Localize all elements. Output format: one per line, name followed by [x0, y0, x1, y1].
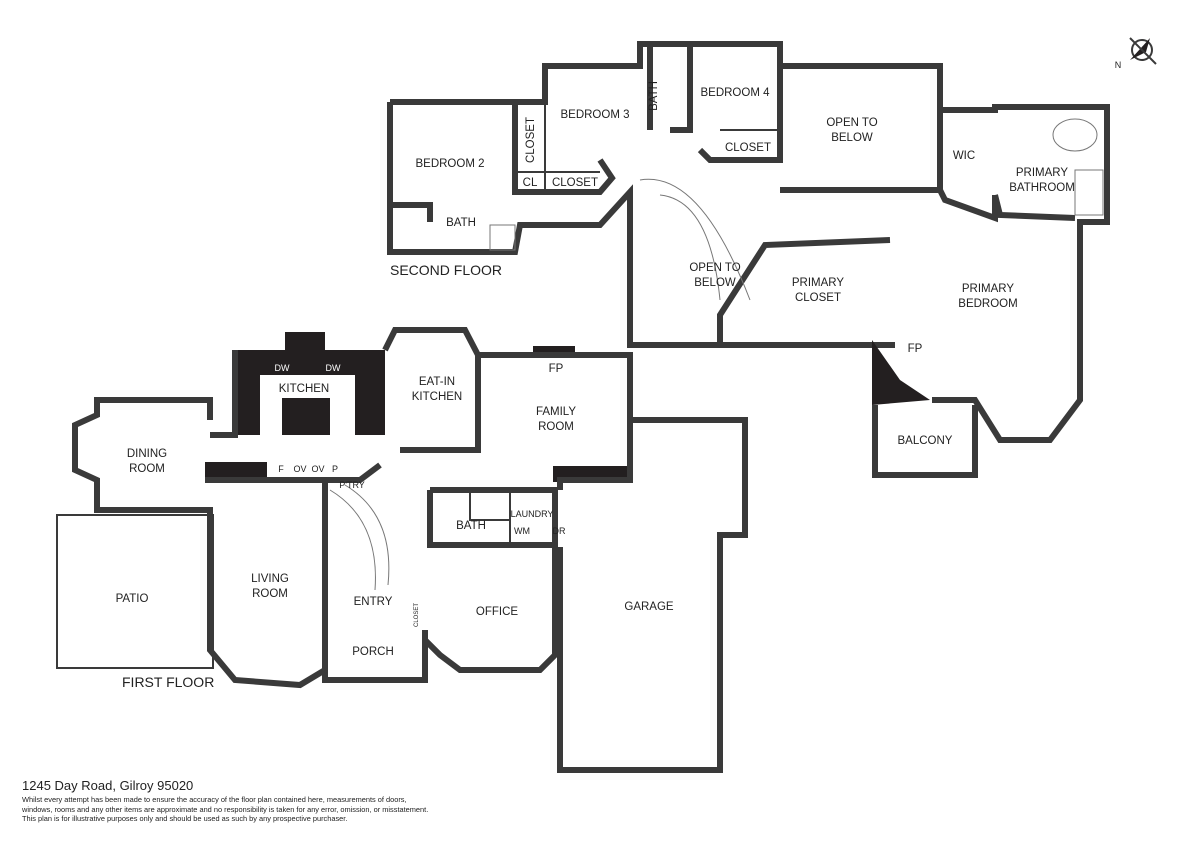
label-fridge: F: [278, 464, 284, 474]
label-dining-room: DINING: [127, 448, 167, 460]
label-washer: WM: [514, 526, 530, 536]
label-fireplace: FP: [549, 363, 564, 375]
label-eat-in-kitchen: EAT-IN: [419, 376, 455, 388]
first-floor-title: FIRST FLOOR: [122, 674, 214, 690]
north-arrow-icon: N: [1115, 37, 1157, 70]
label-bedroom-2: BEDROOM 2: [415, 158, 484, 170]
label-pantry: P'TRY: [339, 480, 365, 490]
label-oven: OV: [293, 464, 306, 474]
label-bath-upstairs: BATH: [446, 217, 476, 229]
label-closet: CLOSET: [525, 117, 537, 163]
label-entry: ENTRY: [354, 596, 393, 608]
label-closet: CLOSET: [552, 177, 598, 189]
address: 1245 Day Road, Gilroy 95020: [22, 778, 194, 793]
label-open-to-below: OPEN TO: [826, 117, 877, 129]
label-eat-in-kitchen: KITCHEN: [412, 391, 462, 403]
label-living-room: ROOM: [252, 588, 288, 600]
label-kitchen: KITCHEN: [279, 383, 329, 395]
label-dishwasher: DW: [326, 363, 341, 373]
label-balcony: BALCONY: [898, 435, 953, 447]
disclaimer-line: windows, rooms and any other items are a…: [22, 804, 429, 814]
footer: 1245 Day Road, Gilroy 95020 Whilst every…: [22, 778, 428, 824]
disclaimer-line: Whilst every attempt has been made to en…: [22, 795, 407, 804]
label-garage: GARAGE: [624, 601, 674, 613]
label-family-room: FAMILY: [536, 406, 576, 418]
compass-label: N: [1115, 60, 1122, 70]
label-fireplace: FP: [908, 343, 923, 355]
disclaimer-line: This plan is for illustrative purposes o…: [22, 814, 348, 823]
label-office: OFFICE: [476, 606, 518, 618]
label-primary-bathroom: BATHROOM: [1009, 182, 1075, 194]
label-primary-bathroom: PRIMARY: [1016, 167, 1069, 179]
label-primary-closet: PRIMARY: [792, 277, 845, 289]
second-floor-title: SECOND FLOOR: [390, 262, 502, 278]
label-primary-bedroom: PRIMARY: [962, 283, 1015, 295]
label-porch: PORCH: [352, 646, 394, 658]
label-laundry: LAUNDRY: [511, 509, 554, 519]
label-closet: CLOSET: [414, 603, 420, 627]
room-labels: BEDROOM 2 BEDROOM 3 BEDROOM 4 BATH BATH …: [116, 81, 1075, 690]
label-bedroom-4: BEDROOM 4: [700, 87, 770, 99]
label-primary-closet: CLOSET: [795, 292, 841, 304]
label-dryer: DR: [553, 526, 566, 536]
label-cl: CL: [523, 177, 538, 189]
label-primary-bedroom: BEDROOM: [958, 298, 1017, 310]
label-wic: WIC: [953, 150, 975, 162]
label-dishwasher: DW: [275, 363, 290, 373]
label-pantry-p: P: [332, 464, 338, 474]
label-closet: CLOSET: [725, 142, 771, 154]
first-floor-walls: [56, 327, 748, 773]
label-patio: PATIO: [116, 593, 149, 605]
label-open-to-below: BELOW: [831, 132, 873, 144]
label-family-room: ROOM: [538, 421, 574, 433]
label-living-room: LIVING: [251, 573, 289, 585]
label-bath: BATH: [456, 520, 486, 532]
label-bath-upstairs-2: BATH: [648, 81, 660, 111]
label-dining-room: ROOM: [129, 463, 165, 475]
second-floor-walls: [387, 41, 1110, 478]
label-open-to-below-stairs: OPEN TO: [689, 262, 740, 274]
label-bedroom-3: BEDROOM 3: [560, 109, 629, 121]
label-oven: OV: [311, 464, 324, 474]
label-open-to-below-stairs: BELOW: [694, 277, 736, 289]
